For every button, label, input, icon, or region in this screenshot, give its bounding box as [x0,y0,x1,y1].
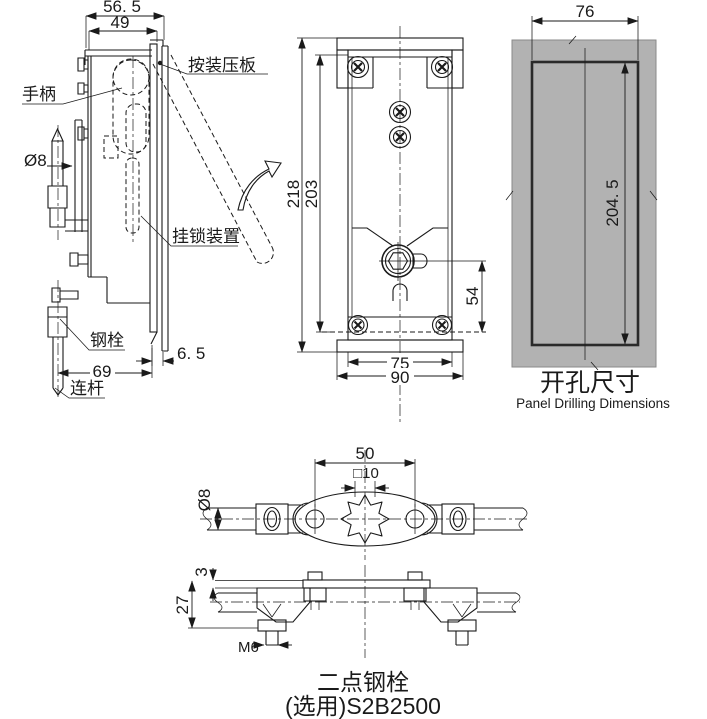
dim-rod-dia-side: Ø8 [24,151,47,170]
dim-height: 27 [173,596,192,615]
dim-cutout-height: 204. 5 [603,179,622,226]
front-view-hex-bolt [379,242,486,281]
side-view-link-rod [47,125,88,400]
panel-surface [511,39,657,368]
dim-rod-dia-bolt: Ø8 [195,489,214,512]
dim-bolt-offset: 54 [463,287,482,306]
label-padlock-device: 挂锁装置 [172,227,240,246]
dim-total-width: 56. 5 [103,0,141,16]
label-link-rod: 连杆 [70,379,104,398]
rotation-arrow-icon [237,160,282,211]
dim-thread: M6 [238,639,259,656]
bolt-caption-zh: 二点钢栓 [317,669,409,695]
panel-caption-en: Panel Drilling Dimensions [516,396,670,411]
panel-caption-zh: 开孔尺寸 [540,369,640,397]
dim-center-span: 50 [356,444,375,463]
label-handle: 手柄 [22,85,56,104]
dim-body-width: 49 [111,13,130,32]
side-view-labels: 手柄 按装压板 挂锁装置 钢栓 连杆 [22,56,268,399]
label-mounting-plate: 按装压板 [188,56,256,75]
side-view-dimensions: 56. 5 49 Ø8 6. 5 69 [24,0,205,381]
dim-total-width: 90 [391,368,410,387]
panel-view: 76 204. 5 开孔尺寸 Panel Drilling Dimensions [505,2,670,411]
side-view-handle-open [152,54,274,264]
dim-inner-height: 203 [302,180,321,208]
dim-square: □10 [353,465,379,482]
bolt-side-view: 3 27 M6 [173,565,521,658]
side-view: 56. 5 49 Ø8 6. 5 69 手柄 按装压板 挂锁装置 钢栓 [22,0,282,400]
front-view-dimensions: 218 203 54 75 90 [284,37,486,387]
front-view-body [322,37,486,353]
dim-plate-offset: 6. 5 [177,344,205,363]
dim-total-height: 218 [284,180,303,208]
side-view-body [69,39,169,352]
bolt-plan-view: 50 □10 Ø8 [195,444,530,560]
bolt-caption-model: (选用)S2B2500 [285,693,441,719]
bolt-view: 50 □10 Ø8 [173,444,530,719]
dim-cutout-width: 76 [576,2,595,21]
label-steel-bolt: 钢栓 [90,331,124,350]
side-view-handle-closed [103,56,150,245]
dim-bar-thickness: 3 [192,567,211,576]
front-view-screws [346,55,454,336]
dim-rod-span: 69 [93,362,112,381]
front-view: 218 203 54 75 90 [284,26,486,425]
